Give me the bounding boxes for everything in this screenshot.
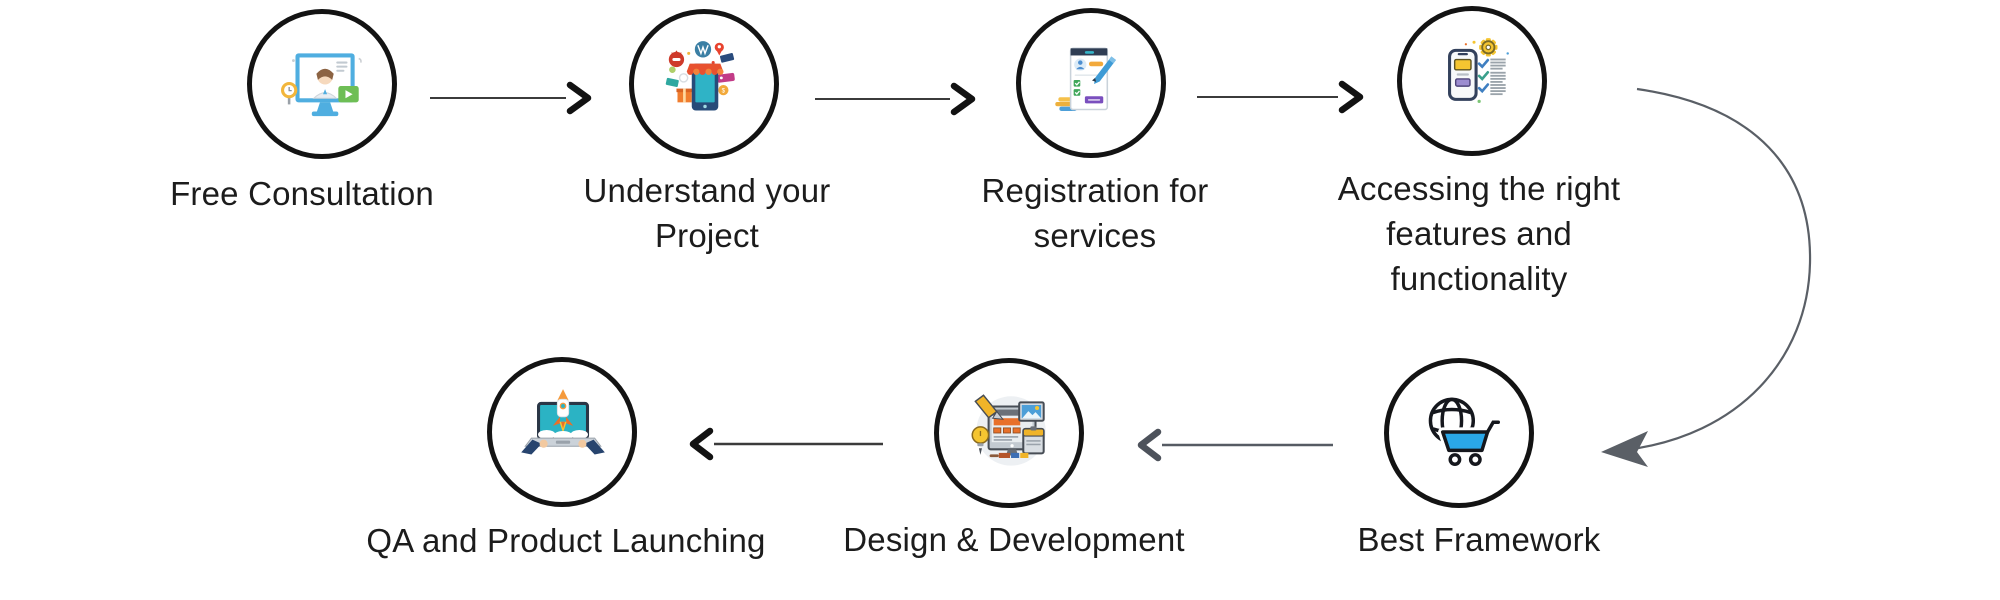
- arrow-step2-step3: [815, 82, 976, 116]
- arrow-step3-step4: [1197, 80, 1364, 114]
- curved-arrow-step4-step5: [1601, 87, 1812, 467]
- step-label-free-consultation: Free Consultation: [170, 175, 434, 212]
- step-label-understand-project: Understand your Project: [583, 172, 831, 254]
- step-circle-free-consultation: [247, 9, 397, 159]
- step-label-registration: Registration for services: [981, 172, 1209, 254]
- step-circle-best-framework: [1384, 358, 1534, 508]
- svg-text:$: $: [722, 88, 726, 95]
- step-label-design-development: Design & Development: [843, 521, 1185, 558]
- step-circle-registration: [1016, 8, 1166, 158]
- mobile-shop-icon: $: [665, 41, 735, 111]
- arrow-step6-step7: [689, 427, 883, 461]
- step-circle-features: [1397, 6, 1547, 156]
- step-label-features: Accessing the right features and functio…: [1337, 170, 1621, 297]
- step-circle-understand-project: $: [629, 9, 779, 159]
- step-label-qa-launch: QA and Product Launching: [366, 522, 766, 559]
- step-label-best-framework: Best Framework: [1357, 521, 1601, 558]
- video-consultation-icon: [280, 53, 362, 117]
- arrow-step1-step2: [430, 81, 592, 115]
- registration-form-icon: [1055, 47, 1116, 111]
- arrow-step5-step6: [1137, 428, 1333, 462]
- step-circle-qa-launch: [487, 357, 637, 507]
- laptop-rocket-launch-icon: [521, 389, 605, 455]
- step-circle-design-development: [934, 358, 1084, 508]
- design-tools-monitor-icon: [971, 394, 1046, 466]
- features-checklist-icon: [1448, 38, 1509, 104]
- globe-shopping-cart-icon: [1428, 397, 1501, 466]
